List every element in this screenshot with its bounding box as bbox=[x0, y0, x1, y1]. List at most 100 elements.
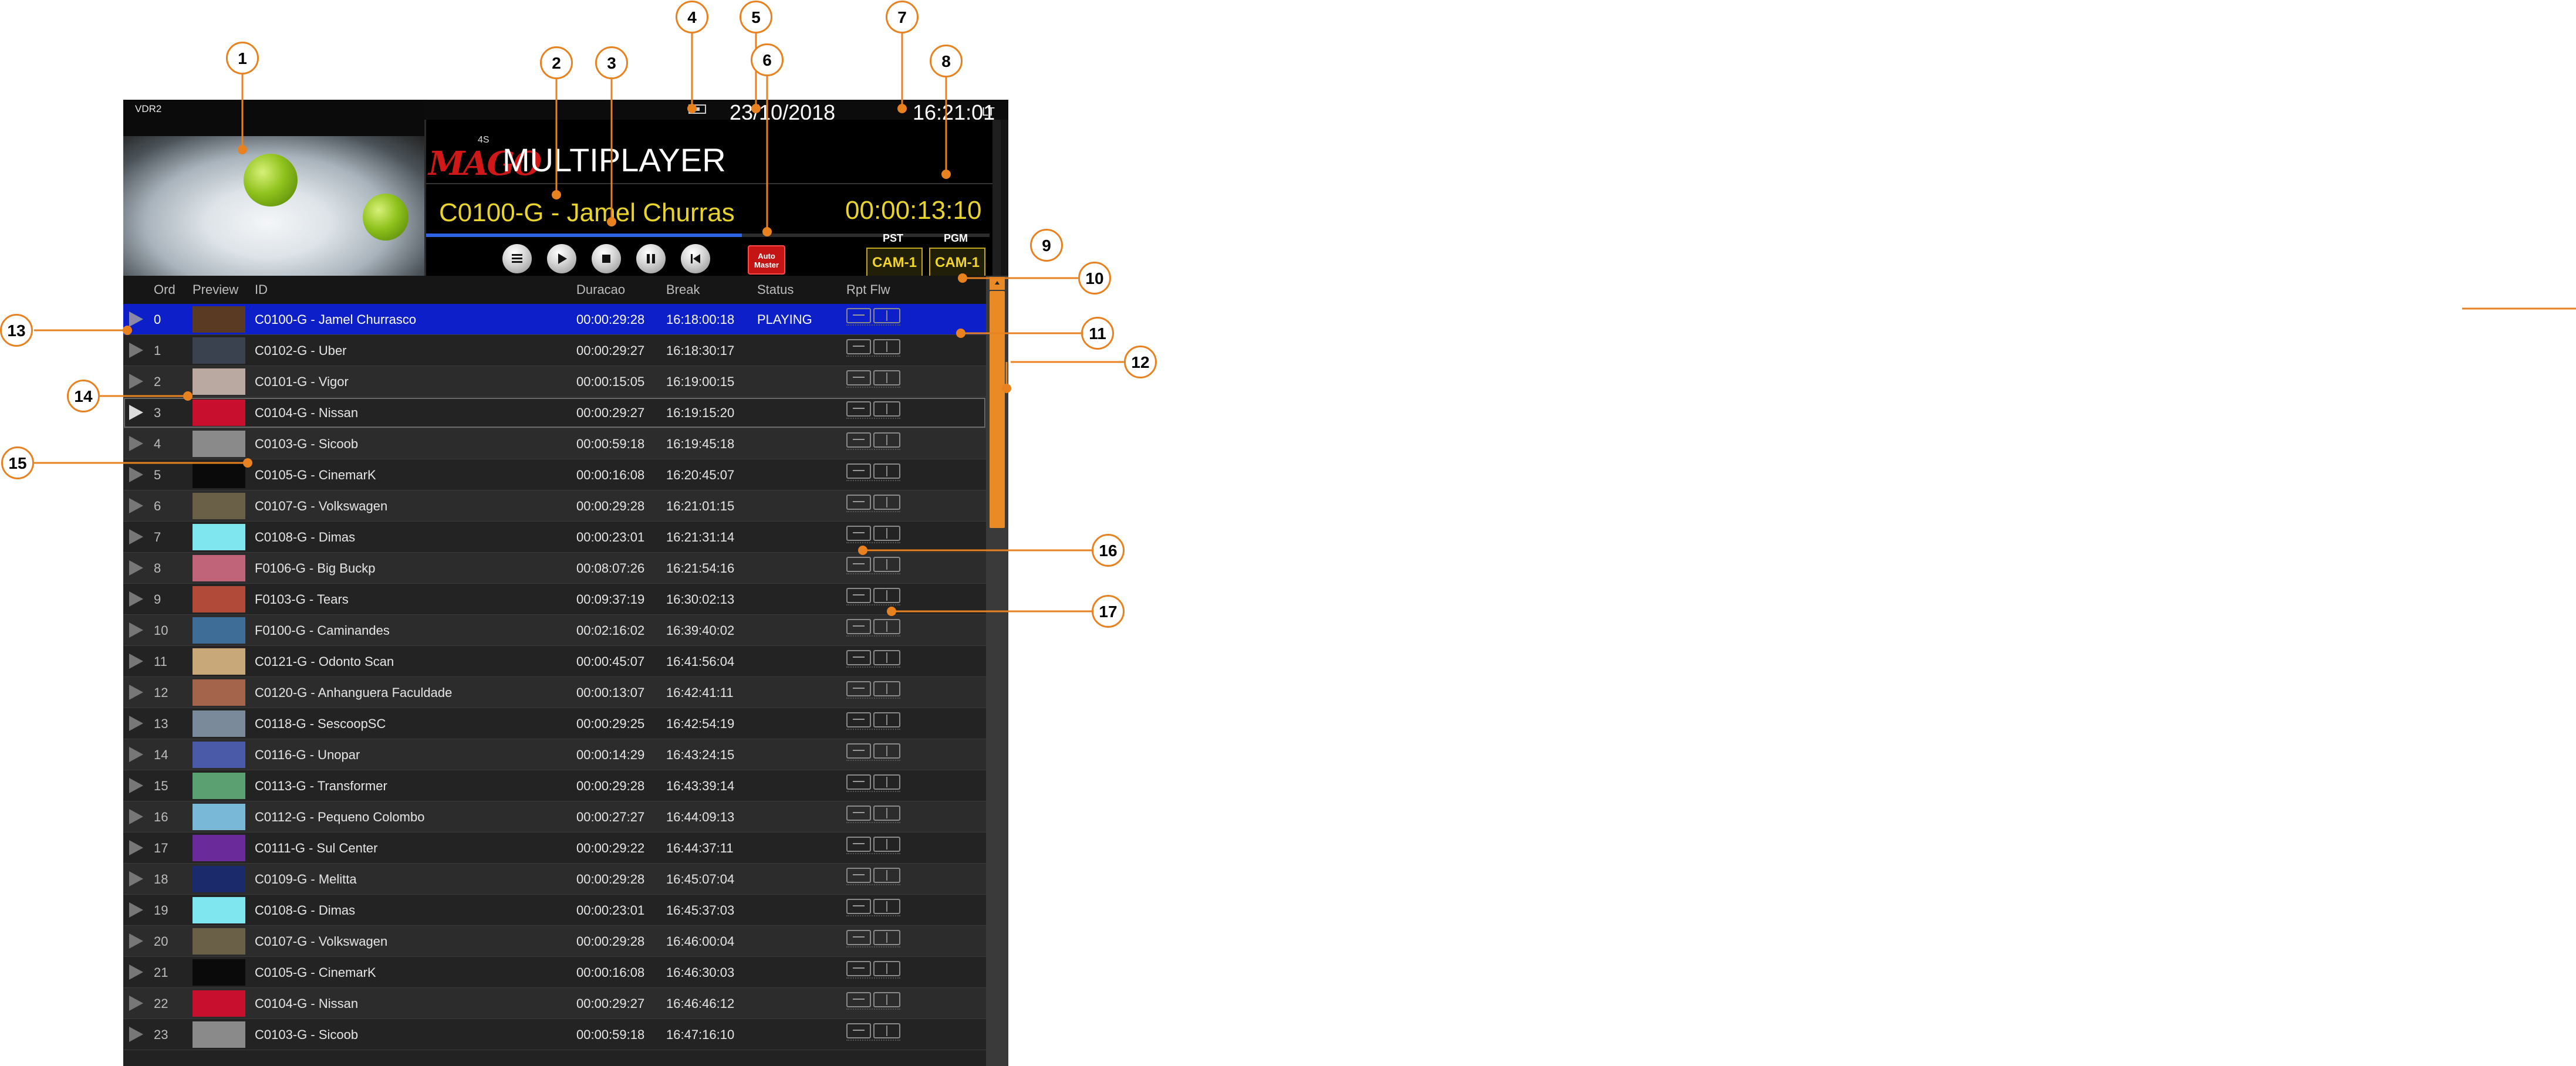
play-row-icon[interactable] bbox=[129, 716, 143, 731]
repeat-icon[interactable] bbox=[846, 930, 871, 945]
play-row-icon[interactable] bbox=[129, 560, 143, 576]
play-row-icon[interactable] bbox=[129, 685, 143, 700]
repeat-follow-buttons[interactable] bbox=[846, 370, 903, 394]
follow-icon[interactable] bbox=[873, 588, 900, 603]
auto-master-button[interactable]: Auto Master bbox=[748, 245, 785, 275]
follow-icon[interactable] bbox=[873, 308, 900, 323]
repeat-follow-buttons[interactable] bbox=[846, 463, 903, 487]
play-row-icon[interactable] bbox=[129, 965, 143, 980]
play-row-icon[interactable] bbox=[129, 1027, 143, 1042]
repeat-icon[interactable] bbox=[846, 650, 871, 665]
progress-bar[interactable] bbox=[426, 233, 990, 237]
repeat-icon[interactable] bbox=[846, 339, 871, 354]
repeat-icon[interactable] bbox=[846, 463, 871, 479]
repeat-follow-buttons[interactable] bbox=[846, 339, 903, 363]
repeat-icon[interactable] bbox=[846, 495, 871, 510]
header-break[interactable]: Break bbox=[666, 282, 700, 297]
follow-icon[interactable] bbox=[873, 712, 900, 727]
repeat-icon[interactable] bbox=[846, 774, 871, 790]
repeat-icon[interactable] bbox=[846, 432, 871, 448]
play-row-icon[interactable] bbox=[129, 498, 143, 513]
play-row-icon[interactable] bbox=[129, 654, 143, 669]
follow-icon[interactable] bbox=[873, 743, 900, 759]
follow-icon[interactable] bbox=[873, 774, 900, 790]
stop-button[interactable] bbox=[592, 244, 621, 273]
follow-icon[interactable] bbox=[873, 370, 900, 385]
repeat-follow-buttons[interactable] bbox=[846, 868, 903, 891]
play-row-icon[interactable] bbox=[129, 374, 143, 389]
repeat-follow-buttons[interactable] bbox=[846, 992, 903, 1016]
play-row-icon[interactable] bbox=[129, 622, 143, 638]
repeat-icon[interactable] bbox=[846, 308, 871, 323]
follow-icon[interactable] bbox=[873, 557, 900, 572]
repeat-follow-buttons[interactable] bbox=[846, 650, 903, 674]
repeat-icon[interactable] bbox=[846, 743, 871, 759]
repeat-follow-buttons[interactable] bbox=[846, 1023, 903, 1047]
repeat-follow-buttons[interactable] bbox=[846, 526, 903, 549]
follow-icon[interactable] bbox=[873, 339, 900, 354]
play-row-icon[interactable] bbox=[129, 312, 143, 327]
repeat-icon[interactable] bbox=[846, 899, 871, 914]
follow-icon[interactable] bbox=[873, 837, 900, 852]
header-status[interactable]: Status bbox=[757, 282, 794, 297]
play-row-icon[interactable] bbox=[129, 343, 143, 358]
repeat-icon[interactable] bbox=[846, 401, 871, 417]
follow-icon[interactable] bbox=[873, 432, 900, 448]
play-row-icon[interactable] bbox=[129, 809, 143, 824]
pst-camera-button[interactable]: CAM-1 bbox=[866, 248, 923, 278]
play-row-icon[interactable] bbox=[129, 840, 143, 855]
repeat-follow-buttons[interactable] bbox=[846, 961, 903, 984]
repeat-icon[interactable] bbox=[846, 526, 871, 541]
repeat-follow-buttons[interactable] bbox=[846, 681, 903, 705]
pause-button[interactable] bbox=[636, 244, 666, 273]
play-row-icon[interactable] bbox=[129, 467, 143, 482]
play-row-icon[interactable] bbox=[129, 871, 143, 886]
follow-icon[interactable] bbox=[873, 868, 900, 883]
playlist-button[interactable] bbox=[502, 244, 532, 273]
repeat-icon[interactable] bbox=[846, 370, 871, 385]
follow-icon[interactable] bbox=[873, 401, 900, 417]
repeat-follow-buttons[interactable] bbox=[846, 743, 903, 767]
repeat-icon[interactable] bbox=[846, 712, 871, 727]
repeat-follow-buttons[interactable] bbox=[846, 899, 903, 922]
play-row-icon[interactable] bbox=[129, 747, 143, 762]
header-ord[interactable]: Ord bbox=[154, 282, 175, 297]
header-rpt-flw[interactable]: Rpt Flw bbox=[846, 282, 890, 297]
repeat-follow-buttons[interactable] bbox=[846, 837, 903, 860]
play-row-icon[interactable] bbox=[129, 933, 143, 949]
play-row-icon[interactable] bbox=[129, 778, 143, 793]
repeat-follow-buttons[interactable] bbox=[846, 557, 903, 580]
play-row-icon[interactable] bbox=[129, 405, 143, 420]
follow-icon[interactable] bbox=[873, 463, 900, 479]
repeat-follow-buttons[interactable] bbox=[846, 308, 903, 331]
repeat-follow-buttons[interactable] bbox=[846, 806, 903, 829]
repeat-icon[interactable] bbox=[846, 619, 871, 634]
follow-icon[interactable] bbox=[873, 992, 900, 1007]
play-button[interactable] bbox=[547, 244, 576, 273]
follow-icon[interactable] bbox=[873, 681, 900, 696]
follow-icon[interactable] bbox=[873, 526, 900, 541]
play-row-icon[interactable] bbox=[129, 591, 143, 607]
repeat-icon[interactable] bbox=[846, 588, 871, 603]
follow-icon[interactable] bbox=[873, 650, 900, 665]
